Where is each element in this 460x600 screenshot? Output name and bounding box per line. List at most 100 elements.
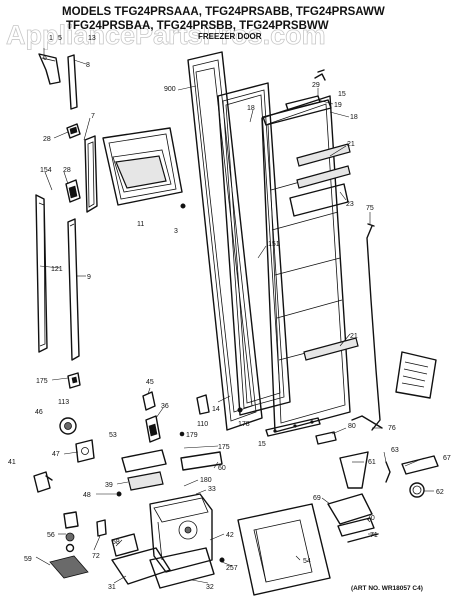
callout-71: 71 [370, 532, 378, 539]
callout-67: 67 [443, 455, 451, 462]
part-47-switch [75, 439, 95, 463]
part-9-side-trim [67, 218, 80, 361]
callout-48: 48 [83, 492, 91, 499]
callout-63: 63 [391, 447, 399, 454]
callout-70: 70 [367, 515, 375, 522]
callout-28-lower: 28 [63, 167, 71, 174]
part-59-paddle [49, 555, 89, 579]
models-line-2: TFG24PRSBAA, TFG24PRSBB, TFG24PRSBWW [66, 20, 329, 32]
callout-8: 8 [86, 62, 90, 69]
callout-7: 7 [91, 113, 95, 120]
part-45-bracket [142, 391, 156, 411]
callout-11: 11 [137, 221, 144, 228]
callout-75: 75 [366, 205, 374, 212]
callout-180: 180 [200, 477, 212, 484]
part-36-actuator [145, 415, 161, 443]
callout-154: 154 [40, 167, 52, 174]
part-69-door [327, 493, 373, 525]
part-71-pin [347, 533, 379, 543]
callout-32: 32 [206, 584, 214, 591]
callout-113: 113 [58, 399, 69, 406]
callout-3: 3 [174, 228, 178, 235]
callout-18-right: 18 [350, 114, 358, 121]
callout-47: 47 [52, 451, 60, 458]
part-33-motor-housing [149, 493, 213, 573]
part-41-lever [33, 471, 53, 493]
callout-9: 9 [87, 274, 91, 281]
leader-lines [35, 48, 434, 584]
part-61-chute [339, 451, 369, 489]
part-63-spring [385, 461, 391, 483]
part-8-vertical-strip [67, 54, 78, 110]
part-18-upper-rail [262, 99, 332, 126]
callout-1: 1 [49, 35, 53, 42]
section-title: FREEZER DOOR [198, 32, 262, 41]
part-70-hinge [337, 517, 375, 537]
part-15-top-cap [285, 95, 321, 111]
callout-60: 60 [218, 465, 226, 472]
callout-13: 13 [88, 35, 96, 42]
callout-45: 45 [146, 379, 154, 386]
callout-6: 6 [43, 55, 47, 62]
callout-58: 58 [112, 539, 120, 546]
part-3-screw [180, 203, 186, 209]
callout-257: 257 [226, 565, 238, 572]
callout-110: 110 [197, 421, 208, 428]
part-39-board [127, 471, 164, 491]
callout-41: 41 [8, 459, 16, 466]
callout-31: 31 [108, 584, 116, 591]
callout-62: 62 [436, 489, 444, 496]
callout-28-upper: 28 [43, 136, 51, 143]
part-7-door-handle [84, 135, 98, 213]
callout-72: 72 [92, 553, 100, 560]
callout-56: 56 [47, 532, 55, 539]
callout-46: 46 [35, 409, 43, 416]
watermark: AppliancePartsPros.com [6, 20, 326, 50]
callout-labels: 1 5 13 6 8 900 29 15 19 18 18 7 28 21 15… [8, 35, 451, 591]
part-15-bottom-strip [265, 417, 321, 437]
label-card [395, 351, 437, 399]
part-21-shelf-bar-lower [303, 337, 359, 361]
part-154-side-trim [35, 194, 48, 353]
part-31-base [111, 547, 171, 585]
part-21-shelf-bar-upper [296, 143, 351, 189]
callout-53: 53 [109, 432, 117, 439]
part-110-bracket [196, 394, 210, 415]
part-257-screw [219, 557, 225, 563]
part-54-recess-cover [237, 503, 331, 596]
callout-14: 14 [212, 406, 220, 413]
part-178-screw [237, 407, 243, 413]
callout-18-left: 18 [247, 105, 255, 112]
callout-5: 5 [58, 35, 62, 42]
callout-39: 39 [105, 482, 113, 489]
callout-59: 59 [24, 556, 32, 563]
callout-178: 178 [238, 421, 250, 428]
part-28-clip-upper [66, 123, 81, 139]
callout-80: 80 [348, 423, 356, 430]
callout-23: 23 [346, 201, 354, 208]
part-6-handle-trim [38, 53, 61, 85]
callout-900: 900 [164, 86, 176, 93]
part-32-motor [149, 547, 215, 589]
callout-19: 19 [334, 102, 342, 109]
part-29-plug [314, 69, 326, 81]
part-75-water-tube [366, 223, 381, 431]
part-179-screw [179, 431, 185, 437]
callout-33: 33 [208, 486, 216, 493]
callout-42: 42 [226, 532, 234, 539]
part-48-screw [116, 491, 122, 497]
callout-15-top: 15 [338, 91, 346, 98]
part-113-clip [67, 372, 81, 389]
part-60-bar [180, 451, 223, 471]
callout-61: 61 [368, 459, 376, 466]
part-23-bin [289, 183, 349, 217]
callout-175-right: 175 [218, 444, 230, 451]
callout-151: 151 [268, 241, 280, 248]
part-72-switch [96, 519, 107, 537]
models-line-1: MODELS TFG24PRSAAA, TFG24PRSABB, TFG24PR… [62, 6, 385, 18]
part-28-clip-lower [65, 179, 81, 203]
callout-54: 54 [303, 558, 311, 565]
part-53-plate [121, 449, 167, 473]
